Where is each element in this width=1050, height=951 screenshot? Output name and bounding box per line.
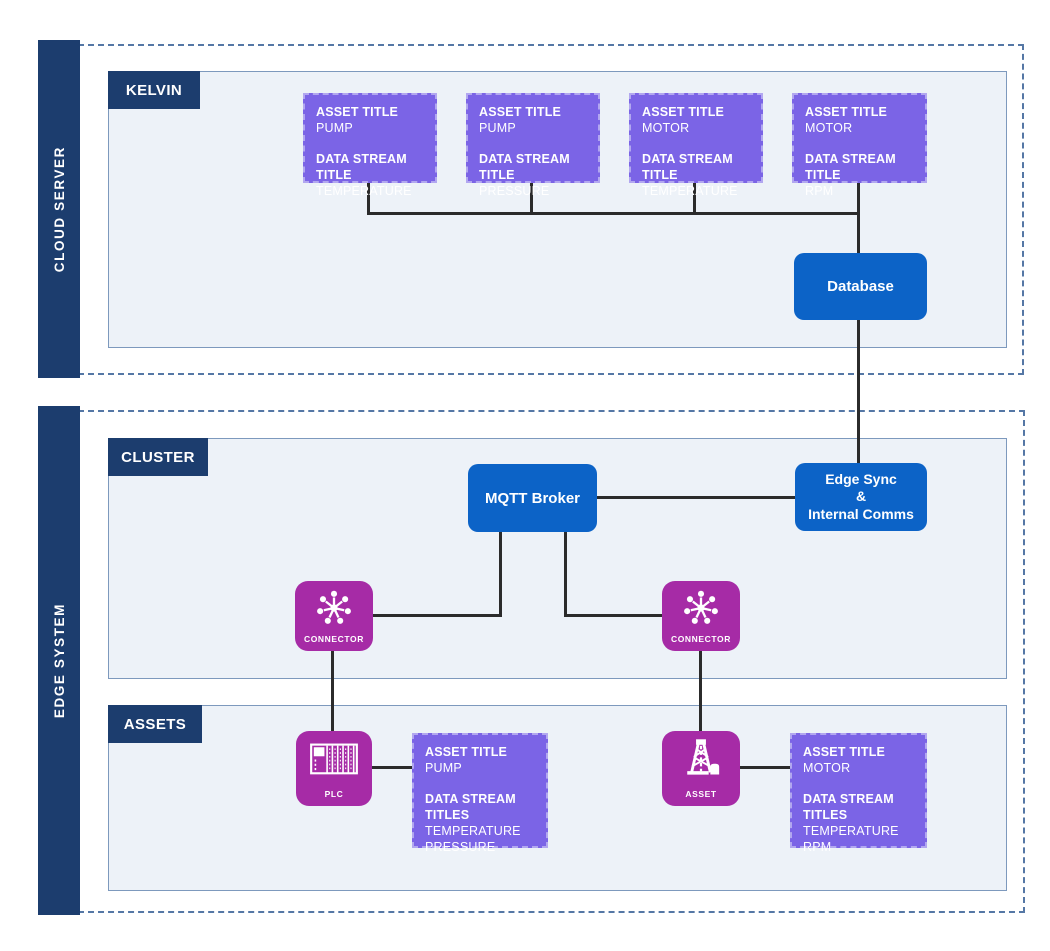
- hub-connector-icon: [662, 587, 740, 629]
- asset-title-label: ASSET TITLE: [479, 105, 562, 119]
- edge-line: [564, 614, 662, 617]
- plc-rack-icon: [296, 743, 372, 777]
- data-stream-value-1: TEMPERATURE: [425, 824, 521, 838]
- data-stream-titles-label: DATA STREAM TITLES: [425, 792, 516, 822]
- kelvin-asset-card-motor-rpm: ASSET TITLE MOTOR DATA STREAM TITLE RPM: [792, 93, 927, 198]
- asset-title-value: MOTOR: [805, 121, 853, 135]
- data-stream-title-label: DATA STREAM TITLE: [642, 152, 733, 182]
- kelvin-tab: KELVIN: [108, 71, 200, 109]
- edge-line: [499, 532, 502, 617]
- asset-title-value: PUMP: [479, 121, 516, 135]
- asset-node: ASSET: [662, 731, 740, 806]
- oil-derrick-icon: [662, 736, 740, 780]
- edge-line-connector-to-plc: [331, 651, 334, 731]
- cloud-server-side-label-bar: CLOUD SERVER: [38, 40, 80, 378]
- edge-line: [857, 183, 860, 253]
- data-stream-title-label: DATA STREAM TITLE: [316, 152, 407, 182]
- edge-line: [373, 614, 502, 617]
- edge-sync-node: Edge Sync & Internal Comms: [795, 463, 927, 531]
- data-stream-value: RPM: [805, 184, 834, 198]
- edge-line: [530, 183, 533, 215]
- cloud-server-label: CLOUD SERVER: [51, 145, 67, 273]
- plc-node: PLC: [296, 731, 372, 806]
- data-stream-value-2: PRESSURE: [425, 840, 496, 854]
- data-stream-value: TEMPERATURE: [642, 184, 738, 198]
- edge-line: [564, 532, 567, 617]
- edge-system-label: EDGE SYSTEM: [51, 602, 67, 719]
- asset-title-label: ASSET TITLE: [316, 105, 399, 119]
- edge-line-database-to-edgesync: [857, 320, 860, 464]
- edge-system-side-label-bar: EDGE SYSTEM: [38, 406, 80, 915]
- edge-line-plc-to-card: [372, 766, 412, 769]
- asset-title-value: MOTOR: [803, 761, 851, 775]
- kelvin-asset-card-motor-temperature: ASSET TITLE MOTOR DATA STREAM TITLE TEMP…: [629, 93, 763, 198]
- edge-line-asset-to-card: [740, 766, 790, 769]
- hub-connector-icon: [295, 587, 373, 629]
- connector-label: CONNECTOR: [670, 634, 732, 644]
- asset-title-value: PUMP: [425, 761, 462, 775]
- kelvin-asset-card-pump-pressure: ASSET TITLE PUMP DATA STREAM TITLE PRESS…: [466, 93, 600, 198]
- assets-tab: ASSETS: [108, 705, 202, 743]
- edge-sync-line1: Edge Sync: [825, 470, 897, 487]
- asset-title-label: ASSET TITLE: [805, 105, 888, 119]
- asset-title-value: PUMP: [316, 121, 353, 135]
- asset-title-label: ASSET TITLE: [803, 745, 886, 759]
- data-stream-title-label: DATA STREAM TITLE: [805, 152, 896, 182]
- edge-line: [693, 183, 696, 215]
- mqtt-broker-node: MQTT Broker: [468, 464, 597, 532]
- connector-node-left: CONNECTOR: [295, 581, 373, 651]
- asset-title-label: ASSET TITLE: [425, 745, 508, 759]
- edge-line: [367, 183, 370, 215]
- asset-label: ASSET: [685, 789, 717, 799]
- database-node-label: Database: [827, 278, 894, 295]
- kelvin-tab-label: KELVIN: [125, 81, 183, 99]
- database-node: Database: [794, 253, 927, 320]
- kelvin-asset-card-pump-temperature: ASSET TITLE PUMP DATA STREAM TITLE TEMPE…: [303, 93, 437, 198]
- cluster-tab-label: CLUSTER: [121, 448, 195, 466]
- asset-title-value: MOTOR: [642, 121, 690, 135]
- cluster-tab: CLUSTER: [108, 438, 208, 476]
- edge-sync-line3: Internal Comms: [808, 505, 914, 522]
- edge-asset-card-pump: ASSET TITLE PUMP DATA STREAM TITLES TEMP…: [412, 733, 548, 854]
- edge-asset-card-motor: ASSET TITLE MOTOR DATA STREAM TITLES TEM…: [790, 733, 927, 854]
- plc-label: PLC: [324, 789, 344, 799]
- edge-line: [367, 212, 860, 215]
- data-stream-value: TEMPERATURE: [316, 184, 412, 198]
- data-stream-titles-label: DATA STREAM TITLES: [803, 792, 894, 822]
- assets-tab-label: ASSETS: [123, 715, 187, 733]
- data-stream-title-label: DATA STREAM TITLE: [479, 152, 570, 182]
- edge-sync-line2: &: [855, 488, 867, 505]
- mqtt-broker-label: MQTT Broker: [484, 489, 580, 507]
- data-stream-value: PRESSURE: [479, 184, 550, 198]
- data-stream-value-2: RPM: [803, 840, 832, 854]
- asset-title-label: ASSET TITLE: [642, 105, 725, 119]
- edge-line-mqtt-to-edgesync: [597, 496, 795, 499]
- connector-node-right: CONNECTOR: [662, 581, 740, 651]
- data-stream-value-1: TEMPERATURE: [803, 824, 899, 838]
- connector-label: CONNECTOR: [303, 634, 365, 644]
- edge-line-connector-to-asset: [699, 651, 702, 731]
